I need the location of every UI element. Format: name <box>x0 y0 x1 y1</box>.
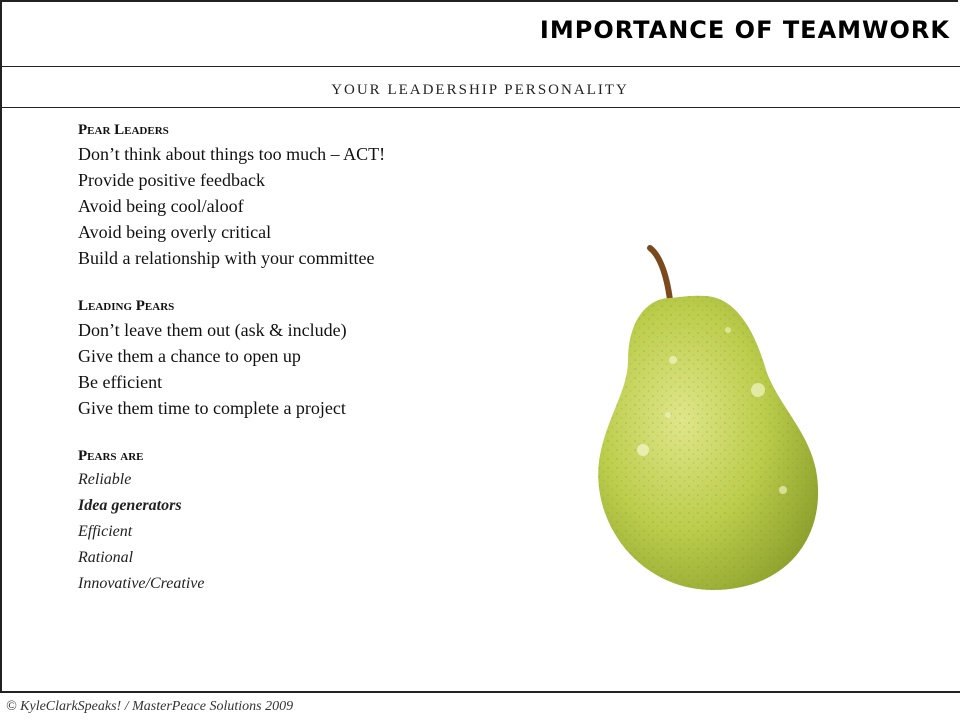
list-item: Don’t leave them out (ask & include) <box>78 320 347 340</box>
pear-image <box>598 245 819 590</box>
list-item: Provide positive feedback <box>78 170 265 190</box>
section-pear-leaders: Pear Leaders Don’t think about things to… <box>78 119 538 271</box>
trait-item: Efficient <box>78 523 133 540</box>
footer-divider <box>0 691 960 693</box>
section-heading: Pear Leaders <box>78 122 169 138</box>
subtitle-divider <box>0 107 960 108</box>
footer-copyright: © KyleClarkSpeaks! / MasterPeace Solutio… <box>6 699 294 714</box>
list-item: Build a relationship with your committee <box>78 248 375 268</box>
slide-frame <box>0 0 958 692</box>
content-column: Pear Leaders Don’t think about things to… <box>78 119 538 597</box>
list-item: Don’t think about things too much – ACT! <box>78 144 386 164</box>
list-item: Be efficient <box>78 372 163 392</box>
section-pears-are: Pears are Reliable Idea generators Effic… <box>78 445 538 597</box>
slide-subtitle: YOUR LEADERSHIP PERSONALITY <box>331 82 629 98</box>
trait-item: Reliable <box>78 471 132 488</box>
trait-item: Idea generators <box>78 497 182 514</box>
list-item: Avoid being overly critical <box>78 222 272 242</box>
title-divider <box>0 66 960 67</box>
list-item: Avoid being cool/aloof <box>78 196 244 216</box>
list-item: Give them a chance to open up <box>78 346 301 366</box>
slide-title: IMPORTANCE OF TEAMWORK <box>539 16 950 44</box>
trait-item: Rational <box>78 549 134 566</box>
list-item: Give them time to complete a project <box>78 398 346 418</box>
section-heading: Pears are <box>78 448 144 464</box>
section-leading-pears: Leading Pears Don’t leave them out (ask … <box>78 295 538 421</box>
section-heading: Leading Pears <box>78 298 175 314</box>
trait-item: Innovative/Creative <box>78 575 205 592</box>
